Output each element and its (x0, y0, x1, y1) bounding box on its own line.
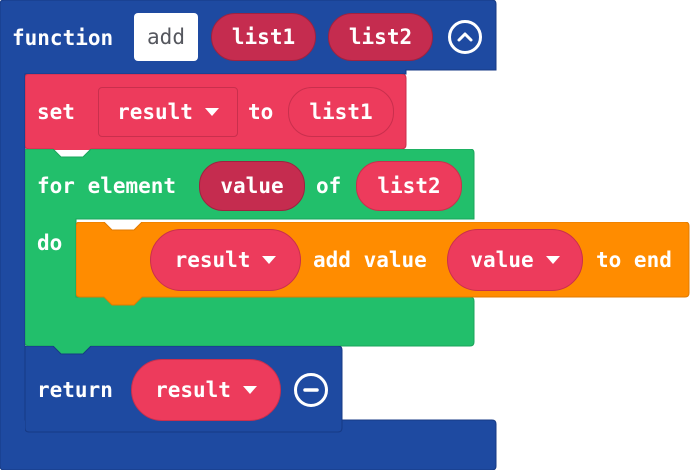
remove-return-button[interactable] (294, 373, 328, 407)
for-do-label: do (37, 231, 63, 255)
loop-list-list2[interactable]: list2 (356, 161, 462, 211)
minus-circle-icon (303, 388, 319, 392)
function-name-field[interactable]: add (134, 13, 198, 61)
for-element-keyword: for element (37, 174, 177, 198)
set-variable-dropdown[interactable]: result (98, 87, 238, 137)
dropdown-arrow-icon (204, 108, 219, 116)
add-value-dropdown[interactable]: value (447, 229, 583, 291)
collapse-button[interactable] (448, 20, 482, 54)
for-of-label: of (316, 174, 342, 198)
dropdown-arrow-icon (545, 256, 560, 264)
add-to-end-label: to end (596, 248, 672, 272)
return-variable-dropdown[interactable]: result (131, 359, 281, 421)
add-value-label: add value (313, 248, 427, 272)
return-keyword: return (37, 378, 113, 402)
function-keyword: function (12, 26, 114, 50)
set-keyword: set (37, 100, 75, 124)
dropdown-arrow-icon (262, 256, 277, 264)
param-list2[interactable]: list2 (328, 13, 433, 61)
set-value-list1[interactable]: list1 (288, 87, 394, 137)
add-list-label: result (174, 248, 251, 272)
dropdown-arrow-icon (242, 386, 257, 394)
add-value-variable-label: value (470, 248, 534, 272)
param-list1[interactable]: list1 (211, 13, 316, 61)
add-list-dropdown[interactable]: result (150, 229, 301, 291)
set-to-label: to (248, 100, 274, 124)
set-variable-label: result (117, 100, 193, 124)
loop-variable-value[interactable]: value (199, 161, 305, 211)
return-variable-label: result (155, 378, 231, 402)
chevron-up-icon (457, 32, 473, 42)
